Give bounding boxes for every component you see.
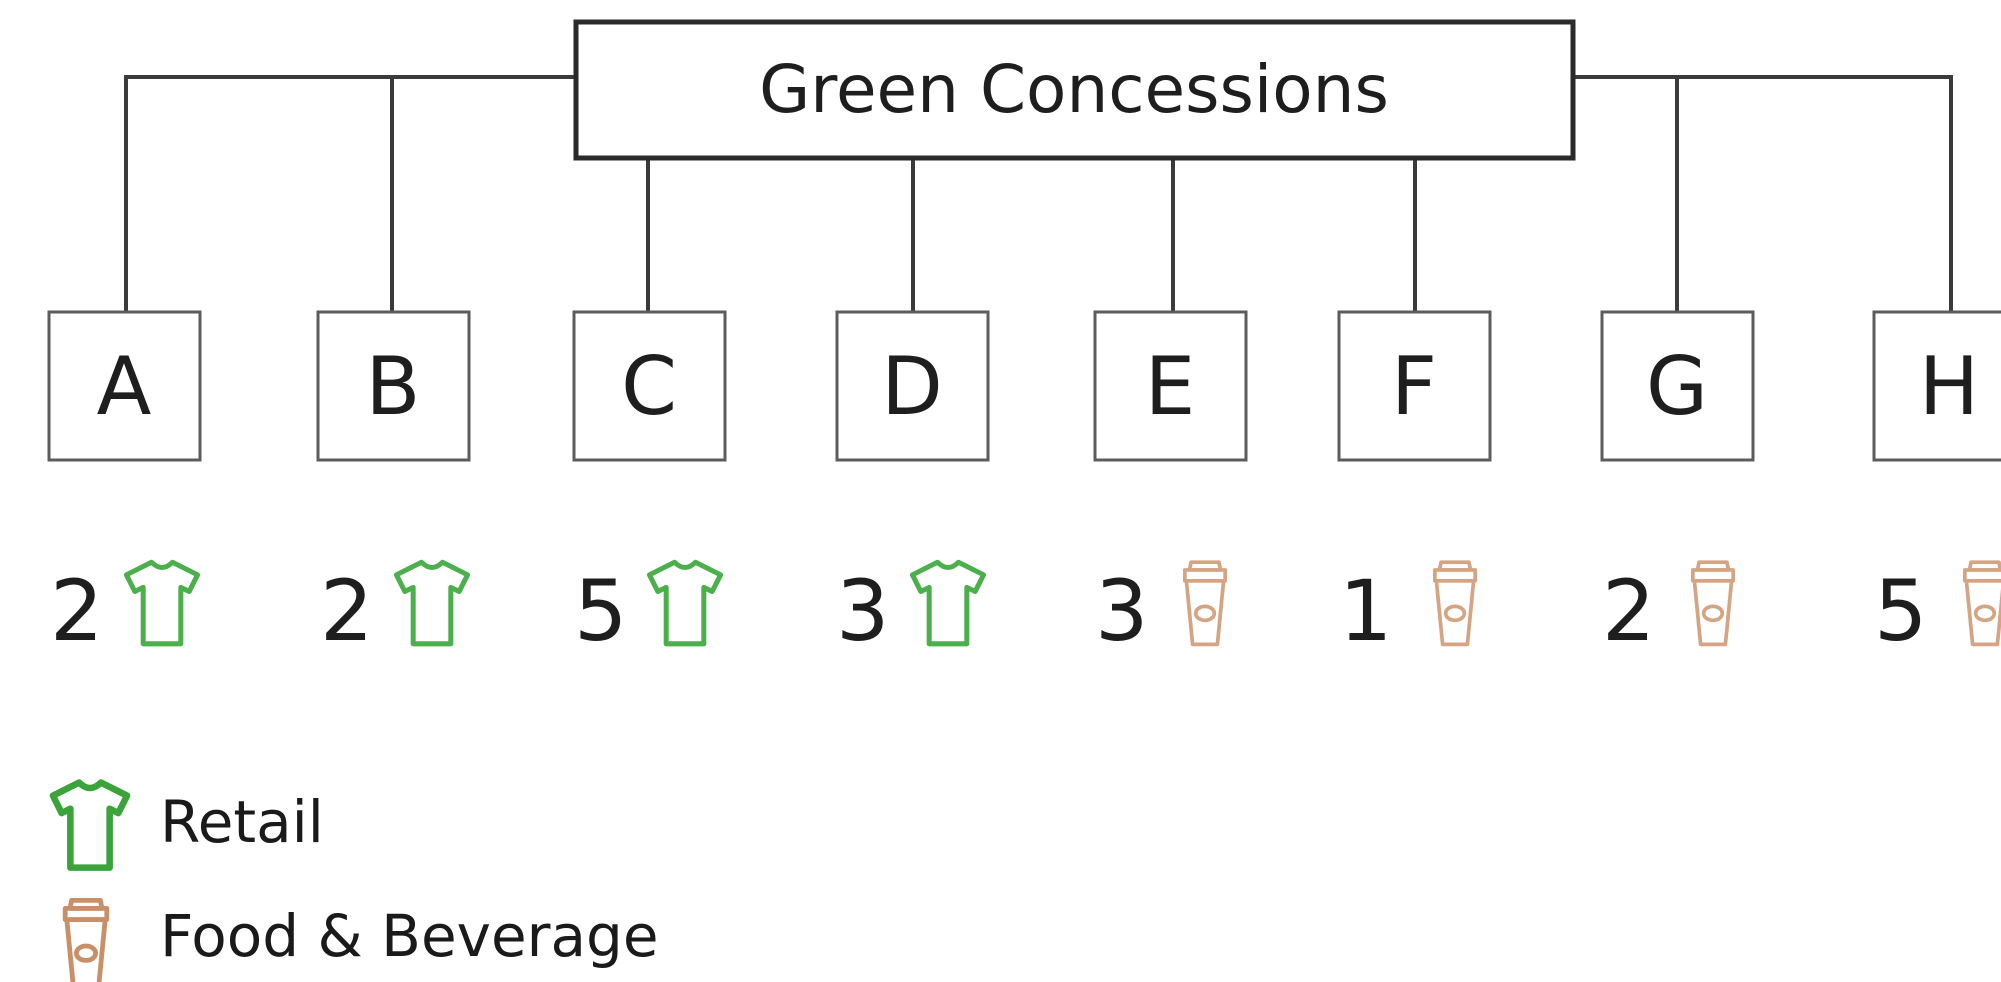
count-c: 5 [574, 562, 721, 660]
count-value-e: 3 [1095, 562, 1148, 660]
node-g: G [1600, 310, 1755, 462]
node-d: D [835, 310, 990, 462]
coffee-cup-icon [1962, 560, 2001, 647]
connector-g [1573, 75, 1679, 312]
node-label-c: C [621, 340, 677, 433]
node-label-a: A [97, 340, 152, 433]
coffee-cup-icon [1182, 560, 1228, 647]
connector-a [124, 75, 576, 312]
count-d: 3 [836, 562, 984, 660]
count-g: 2 [1602, 560, 1736, 660]
count-value-d: 3 [836, 562, 889, 660]
t-shirt-icon [396, 562, 467, 644]
t-shirt-icon [53, 783, 127, 868]
node-f: F [1337, 310, 1492, 462]
node-label-d: D [881, 340, 943, 433]
coffee-cup-icon [1432, 560, 1478, 647]
root-box [573, 19, 1576, 161]
root-node: Green Concessions [573, 19, 1576, 161]
legend-item-food-beverage: Food & Beverage [65, 900, 659, 982]
connector-h [1677, 75, 1953, 312]
legend-label-food-beverage: Food & Beverage [160, 902, 659, 970]
node-label-g: G [1646, 340, 1708, 433]
t-shirt-icon [126, 562, 197, 644]
node-e: E [1093, 310, 1248, 462]
count-value-c: 5 [574, 562, 627, 660]
legend-item-retail: Retail [53, 783, 324, 868]
count-b: 2 [320, 562, 468, 660]
coffee-cup-icon [65, 900, 107, 982]
legend-label-retail: Retail [160, 788, 324, 856]
legend: Retail Food & Beverage [53, 783, 659, 982]
count-value-h: 5 [1874, 562, 1927, 660]
count-a: 2 [50, 562, 198, 660]
child-nodes: A B C D E F G H [47, 310, 2001, 462]
count-value-a: 2 [50, 562, 103, 660]
node-label-e: E [1145, 340, 1196, 433]
node-label-f: F [1391, 340, 1437, 433]
count-e: 3 [1095, 560, 1228, 660]
count-h: 5 [1874, 560, 2001, 660]
node-label-b: B [366, 340, 421, 433]
node-a: A [47, 310, 202, 462]
count-value-g: 2 [1602, 562, 1655, 660]
count-f: 1 [1339, 560, 1478, 660]
t-shirt-icon [649, 562, 720, 644]
root-title: Green Concessions [759, 51, 1389, 128]
count-value-f: 1 [1339, 562, 1392, 660]
node-b: B [316, 310, 471, 462]
count-value-b: 2 [320, 562, 373, 660]
node-h: H [1872, 310, 2001, 462]
counts: 2 2 5 3 3 1 2 5 [50, 562, 2001, 660]
node-c: C [572, 310, 727, 462]
connectors [124, 75, 1953, 312]
node-label-h: H [1919, 340, 1979, 433]
t-shirt-icon [912, 562, 983, 644]
coffee-cup-icon [1690, 560, 1736, 647]
